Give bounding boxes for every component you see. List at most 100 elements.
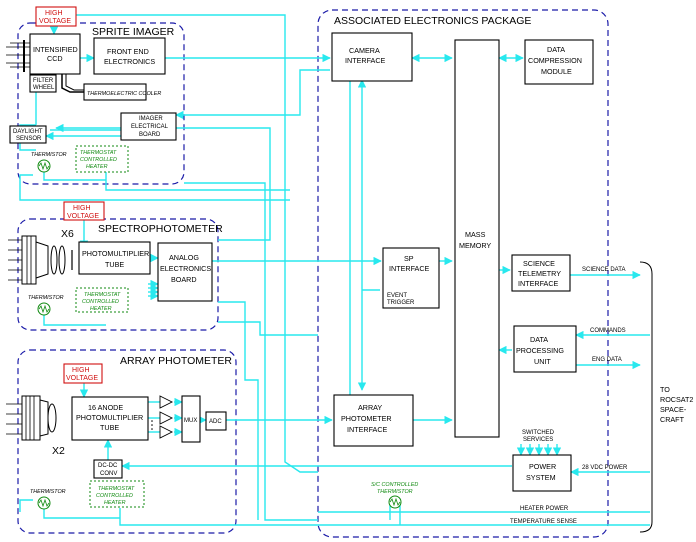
spectro-title: SPECTROPHOTOMETER [98, 223, 223, 235]
sprite-heater-line1: THERMOSTAT [80, 150, 117, 156]
camera-line2: INTERFACE [345, 56, 386, 65]
daylight-line1: DAYLIGHT [13, 129, 43, 135]
imager-electrical-board-block [120, 112, 177, 141]
event-line2: TRIGGER [387, 300, 415, 306]
aep-title: ASSOCIATED ELECTRONICS PACKAGE [334, 15, 531, 27]
front-end-line2: ELECTRONICS [104, 57, 155, 66]
spectro-tube-line1: PHOTOMULTIPLIER [82, 249, 149, 258]
spectro-heater-block [75, 287, 129, 313]
imager-board-line3: BOARD [139, 132, 161, 138]
power-line1: POWER [529, 462, 556, 471]
analog-line3: BOARD [171, 275, 197, 284]
science-telemetry-interface-block [511, 254, 571, 292]
array-photometer-interface-block [333, 394, 414, 447]
spacecraft-label-3: SPACE- [660, 405, 687, 414]
data-compression-module-block [524, 39, 594, 85]
compression-line1: DATA [547, 45, 565, 54]
sprite-thermistor-icon [37, 159, 51, 173]
sprite-thermistor-label: THERMISTOR [31, 152, 67, 158]
array-tube-line1: 16 ANODE [88, 403, 123, 412]
science-data-label: SCIENCE DATA [582, 267, 625, 273]
compression-line2: COMPRESSION [528, 56, 582, 65]
sc-thermistor-line1: S/C CONTROLLED [371, 482, 418, 488]
sprite-heater-block [75, 145, 129, 173]
commands-label: COMMANDS [590, 328, 626, 334]
array-thermistor-label: THERMISTOR [30, 489, 66, 495]
array-tube-line2: PHOTOMULTIPLIER [76, 413, 143, 422]
camera-line1: CAMERA [349, 46, 380, 55]
dpu-line3: UNIT [534, 357, 551, 366]
power-system-block [512, 454, 572, 492]
spectro-heater-line3: HEATER [90, 306, 112, 312]
power-line2: SYSTEM [526, 473, 556, 482]
daylight-line2: SENSOR [16, 136, 42, 142]
spacecraft-label-2: ROCSAT2 [660, 395, 693, 404]
telemetry-line3: INTERFACE [518, 279, 559, 288]
sp-line1: SP [404, 254, 414, 263]
filter-wheel-block [29, 74, 57, 93]
telemetry-line1: SCIENCE [523, 259, 555, 268]
front-end-line1: FRONT END [107, 47, 149, 56]
array-hv-line1: HIGH [72, 367, 90, 374]
data-processing-unit-block [513, 325, 577, 373]
dcdc-line2: CONV [100, 471, 117, 477]
ap-line1: ARRAY [358, 403, 382, 412]
array-heater-line3: HEATER [104, 500, 126, 506]
heater-power-label: HEATER POWER [520, 506, 569, 512]
spectro-thermistor-icon [37, 302, 51, 316]
filter-wheel-line2: WHEEL [33, 85, 55, 91]
mass-memory-line1: MASS [465, 230, 486, 239]
temperature-sense-label: TEMPERATURE SENSE [510, 519, 577, 525]
array-heater-line2: CONTROLLED [96, 493, 133, 499]
spectro-heater-line1: THERMOSTAT [84, 292, 121, 298]
ccd-cooler-link [61, 74, 84, 93]
mux-label: MUX [184, 418, 197, 424]
adc-label: ADC [209, 419, 222, 425]
filter-wheel-line1: FILTER [33, 78, 54, 84]
array-multiplier: X2 [52, 445, 65, 457]
sprite-heater-line3: HEATER [86, 164, 108, 170]
sc-thermistor-line2: THERMISTOR [377, 489, 413, 495]
sp-line2: INTERFACE [389, 264, 430, 273]
array-photometer-module [17, 349, 237, 534]
switched-line2: SERVICES [523, 437, 553, 443]
spectro-hv-line2: VOLTAGE [67, 213, 99, 220]
daylight-sensor-block [9, 125, 47, 144]
front-end-electronics-block [93, 37, 166, 75]
sprite-hv-line1: HIGH [45, 10, 63, 17]
spectro-tube-line2: TUBE [105, 260, 124, 269]
cooler-label: THERMOELECTRIC COOLER [87, 91, 161, 97]
array-thermistor-icon [37, 496, 51, 510]
mux-block [181, 395, 201, 443]
vdc-power-label: 28 VDC POWER [582, 465, 628, 471]
ap-line3: INTERFACE [347, 425, 388, 434]
adc-block [205, 411, 227, 431]
array-hv-line2: VOLTAGE [66, 375, 98, 382]
array-heater-block [89, 480, 145, 508]
ccd-line2: CCD [47, 54, 63, 63]
imager-board-line2: ELECTRICAL [131, 124, 169, 130]
sprite-title: SPRITE IMAGER [92, 26, 175, 38]
array-tube-line3: TUBE [100, 423, 119, 432]
thermoelectric-cooler-block [83, 83, 147, 101]
spacecraft-label-1: TO [660, 385, 670, 394]
event-line1: EVENT [387, 293, 407, 299]
imager-board-line1: IMAGER [139, 116, 163, 122]
array-title: ARRAY PHOTOMETER [120, 355, 232, 367]
analog-electronics-board-block [157, 242, 213, 302]
dpu-line1: DATA [530, 335, 548, 344]
array-photomultiplier-block [71, 396, 149, 441]
dcdc-line1: DC-DC [98, 463, 118, 469]
analog-line2: ELECTRONICS [160, 264, 211, 273]
aep-module [317, 9, 609, 538]
spacecraft-label-4: CRAFT [660, 415, 685, 424]
spectro-optics-icon [8, 235, 73, 285]
sprite-imager-module [17, 22, 185, 185]
spectro-heater-line2: CONTROLLED [82, 299, 119, 305]
array-heater-line1: THERMOSTAT [98, 486, 135, 492]
dcdc-converter-block [93, 459, 123, 479]
sprite-hv-line2: VOLTAGE [39, 18, 71, 25]
spectro-thermistor-label: THERMISTOR [28, 295, 64, 301]
